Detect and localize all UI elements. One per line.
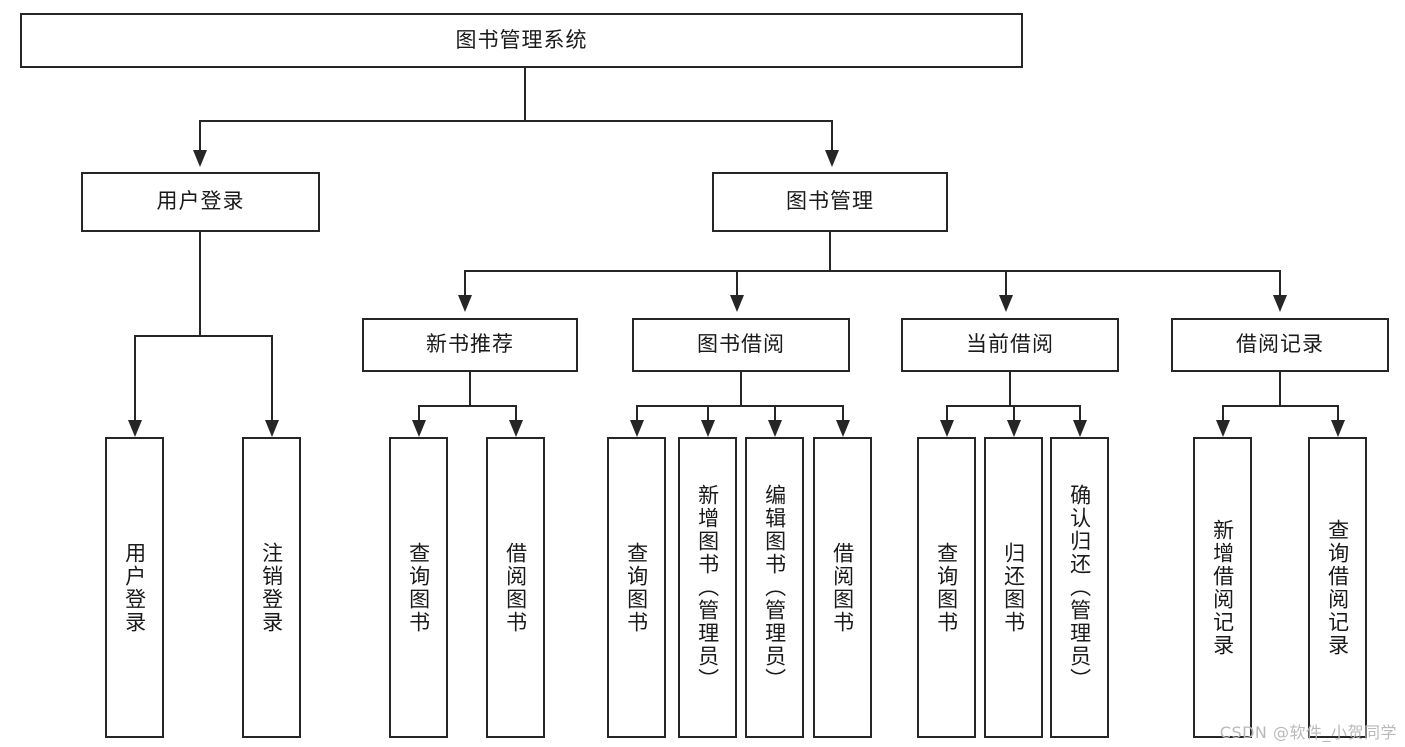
connector-user-login-bar xyxy=(134,335,272,337)
arrowhead-to-book-borrow xyxy=(730,295,744,312)
node-current-borrow[interactable]: 当前借阅 xyxy=(901,318,1119,372)
node-label: 当前借阅 xyxy=(966,332,1054,357)
leaf-query-book-current[interactable]: 查询图书 xyxy=(917,437,976,738)
connector-book-borrow-drop-2 xyxy=(707,405,709,420)
connector-level3-drop-2 xyxy=(736,270,738,295)
connector-borrow-records-stem xyxy=(1279,372,1281,405)
arrowhead-to-borrow-records xyxy=(1273,295,1287,312)
arrowhead-book-borrow-leaf-3 xyxy=(768,420,782,437)
connector-user-login-drop-2 xyxy=(271,335,273,420)
arrowhead-current-borrow-leaf-3 xyxy=(1073,420,1087,437)
node-label: 查询图书 xyxy=(406,541,431,634)
connector-new-book-bar xyxy=(418,405,516,407)
node-label: 注销登录 xyxy=(259,541,284,634)
connector-level3-drop-3 xyxy=(1005,270,1007,295)
connector-current-borrow-stem xyxy=(1009,372,1011,405)
leaf-add-borrow-record[interactable]: 新增借阅记录 xyxy=(1193,437,1252,738)
connector-level3-bar xyxy=(464,270,1280,272)
leaf-user-login[interactable]: 用户登录 xyxy=(105,437,164,738)
connector-borrow-records-drop-1 xyxy=(1222,405,1224,420)
arrowhead-new-book-leaf-2 xyxy=(509,420,523,437)
arrowhead-borrow-records-leaf-2 xyxy=(1331,420,1345,437)
arrowhead-to-current-borrow xyxy=(999,295,1013,312)
connector-book-borrow-bar xyxy=(636,405,843,407)
arrowhead-to-leaf-user-login xyxy=(128,420,142,437)
connector-book-borrow-drop-1 xyxy=(636,405,638,420)
node-user-login[interactable]: 用户登录 xyxy=(81,172,320,232)
node-label: 确认归还（管理员） xyxy=(1067,484,1092,691)
node-label: 查询借阅记录 xyxy=(1325,518,1350,657)
arrowhead-borrow-records-leaf-1 xyxy=(1216,420,1230,437)
connector-borrow-records-bar xyxy=(1222,405,1338,407)
node-label: 查询图书 xyxy=(624,541,649,634)
connector-root-drop-right xyxy=(831,120,833,150)
connector-root-drop-left xyxy=(199,120,201,150)
arrowhead-to-user-login xyxy=(193,150,207,167)
node-label: 借阅图书 xyxy=(830,541,855,634)
leaf-return-book[interactable]: 归还图书 xyxy=(984,437,1043,738)
node-label: 用户登录 xyxy=(156,189,245,214)
arrowhead-new-book-leaf-1 xyxy=(412,420,426,437)
leaf-query-borrow-record[interactable]: 查询借阅记录 xyxy=(1308,437,1367,738)
arrowhead-to-new-book-recommend xyxy=(458,295,472,312)
leaf-add-book-admin[interactable]: 新增图书（管理员） xyxy=(678,437,737,738)
connector-book-borrow-stem xyxy=(740,372,742,405)
node-book-management[interactable]: 图书管理 xyxy=(712,172,948,232)
connector-book-borrow-drop-3 xyxy=(774,405,776,420)
node-new-book-recommend[interactable]: 新书推荐 xyxy=(362,318,578,372)
arrowhead-current-borrow-leaf-2 xyxy=(1007,420,1021,437)
arrowhead-book-borrow-leaf-2 xyxy=(701,420,715,437)
arrowhead-current-borrow-leaf-1 xyxy=(940,420,954,437)
node-label: 新增图书（管理员） xyxy=(695,484,720,691)
node-label: 用户登录 xyxy=(122,541,147,634)
node-borrow-records[interactable]: 借阅记录 xyxy=(1171,318,1389,372)
leaf-logout[interactable]: 注销登录 xyxy=(242,437,301,738)
connector-book-borrow-drop-4 xyxy=(842,405,844,420)
connector-book-management-stem xyxy=(829,232,831,270)
connector-current-borrow-drop-1 xyxy=(946,405,948,420)
leaf-query-book-borrow[interactable]: 查询图书 xyxy=(607,437,666,738)
node-label: 图书管理 xyxy=(786,189,874,214)
node-root-book-management-system[interactable]: 图书管理系统 xyxy=(20,13,1023,68)
connector-borrow-records-drop-2 xyxy=(1337,405,1339,420)
connector-root-bar xyxy=(199,120,832,122)
node-label: 图书管理系统 xyxy=(455,27,588,52)
connector-new-book-drop-2 xyxy=(515,405,517,420)
node-label: 归还图书 xyxy=(1001,541,1026,634)
connector-user-login-stem xyxy=(199,232,201,335)
connector-user-login-drop-1 xyxy=(134,335,136,420)
leaf-borrow-book-recommend[interactable]: 借阅图书 xyxy=(486,437,545,738)
connector-current-borrow-drop-2 xyxy=(1013,405,1015,420)
csdn-watermark: CSDN @软件_小贺同学 xyxy=(1219,723,1397,742)
node-label: 图书借阅 xyxy=(697,332,785,357)
connector-level3-drop-4 xyxy=(1279,270,1281,295)
node-label: 查询图书 xyxy=(934,541,959,634)
leaf-confirm-return-admin[interactable]: 确认归还（管理员） xyxy=(1050,437,1109,738)
connector-new-book-stem xyxy=(469,372,471,405)
connector-root-stem xyxy=(524,68,526,120)
node-label: 借阅记录 xyxy=(1236,332,1324,357)
arrowhead-to-book-management xyxy=(825,150,839,167)
node-label: 新增借阅记录 xyxy=(1210,518,1235,657)
node-label: 新书推荐 xyxy=(426,332,514,357)
arrowhead-to-leaf-logout xyxy=(265,420,279,437)
arrowhead-book-borrow-leaf-4 xyxy=(836,420,850,437)
connector-current-borrow-drop-3 xyxy=(1079,405,1081,420)
leaf-query-book-recommend[interactable]: 查询图书 xyxy=(389,437,448,738)
node-label: 借阅图书 xyxy=(503,541,528,634)
arrowhead-book-borrow-leaf-1 xyxy=(630,420,644,437)
leaf-edit-book-admin[interactable]: 编辑图书（管理员） xyxy=(745,437,804,738)
node-book-borrow[interactable]: 图书借阅 xyxy=(632,318,850,372)
connector-level3-drop-1 xyxy=(464,270,466,295)
leaf-borrow-book[interactable]: 借阅图书 xyxy=(813,437,872,738)
node-label: 编辑图书（管理员） xyxy=(762,484,787,691)
connector-new-book-drop-1 xyxy=(418,405,420,420)
